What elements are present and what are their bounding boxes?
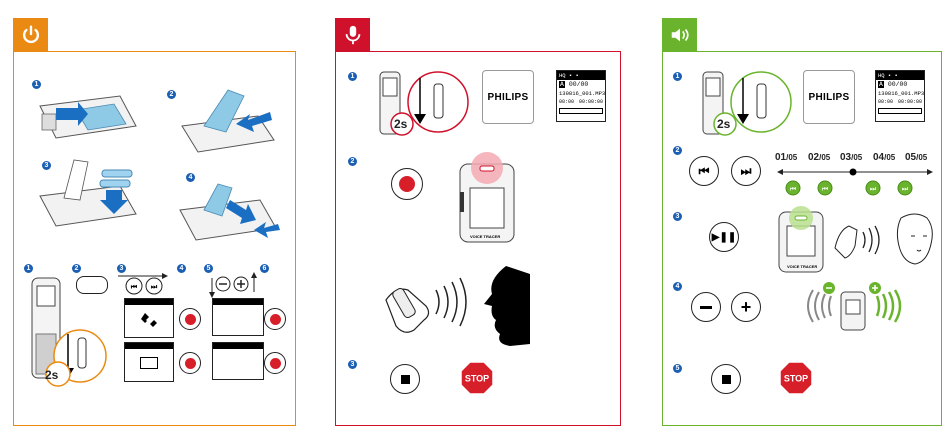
record-header [335,18,370,52]
power-panel: 1 2 3 4 1 2 3 4 5 6 [13,51,296,426]
record-button [264,308,286,330]
volume-up-button: + [731,292,761,322]
power-slide-illustration [376,66,471,136]
display-counter: 00/00 [888,81,908,88]
insert-batteries-illustration [34,156,154,236]
display-status-bar: HQ ▪ ▪ [557,71,605,80]
battery-door-open-illustration [34,86,144,156]
menu-screen-bottom [212,342,264,380]
microphone-icon [342,24,364,46]
screen-display-option [124,342,174,382]
next-track-button: ⏭ [731,156,761,186]
wrench-icon [125,305,173,335]
hold-time-label: 2s [394,117,407,131]
svg-text:⏭: ⏭ [151,283,158,291]
record-button [391,168,423,200]
stop-icon [722,375,731,384]
svg-text:⏭: ⏭ [902,185,909,193]
stop-button [390,364,420,394]
speaking-into-recorder-illustration [376,260,556,350]
play-panel: 1 2 3 4 5 2s PHILIPS HQ ▪ ▪ A 00/00 1308… [662,51,942,426]
step-number: 2 [72,264,81,273]
display-counter: 00/00 [569,81,589,88]
stop-sign-icon: STOP [779,361,813,395]
power-slide-illustration [699,66,794,136]
volume-down-button [691,292,721,322]
svg-text:⏮: ⏮ [131,283,138,291]
device-brand-label: VOICE TRACER [787,264,817,269]
step-number: 1 [673,72,682,81]
blank-button [76,276,108,294]
display-filename: 130816_001.MP3 [876,89,924,98]
recorder-display: HQ ▪ ▪ A 00/00 130816_001.MP3 00:00 00:00… [875,70,925,122]
recording-device-top-illustration [452,152,522,244]
step-number: 5 [673,364,682,373]
power-icon [20,24,42,46]
svg-text:⏭: ⏭ [870,185,877,193]
speaker-icon [669,24,691,46]
svg-text:⏮: ⏮ [822,185,828,193]
volume-adjust-icons [208,272,268,298]
display-progress-bar [878,108,922,114]
volume-level-illustration [799,280,909,334]
device-brand-label: VOICE TRACER [470,234,500,239]
step-number: 4 [673,282,682,291]
hold-time-label: 2s [45,368,58,382]
track-label: 01/05 [775,152,797,163]
stop-sign-label: STOP [784,374,808,384]
track-label: 02/05 [808,152,830,163]
record-panel: 1 2 3 2s PHILIPS HQ ▪ ▪ A 00/00 130816_0… [335,51,621,426]
minus-icon [700,306,712,309]
close-battery-door-illustration [174,170,294,250]
power-header [13,18,48,52]
philips-logo-screen: PHILIPS [482,70,534,124]
stop-button [711,364,741,394]
philips-logo-screen: PHILIPS [803,70,855,124]
stop-sign-label: STOP [465,374,489,384]
track-navigation-timeline: ⏮ ⏮ ⏭ ⏭ [773,166,937,196]
step-number: 2 [673,146,682,155]
display-status-bar: HQ ▪ ▪ [876,71,924,80]
display-folder: A [559,81,565,88]
display-time-left: 00:00 [559,98,574,107]
track-label: 05/05 [905,152,927,163]
record-button [179,308,201,330]
display-time-right: 00:00:00 [579,98,603,107]
display-progress-bar [559,108,603,114]
stop-sign-icon: STOP [460,361,494,395]
track-label: 03/05 [840,152,862,163]
display-time-right: 00:00:00 [898,98,922,107]
settings-screen [124,298,174,338]
play-pause-button: ▶❚❚ [709,222,739,252]
step-number: 1 [348,72,357,81]
record-button [179,352,201,374]
step-number: 3 [673,212,682,221]
track-label: 04/05 [873,152,895,163]
step-number: 1 [24,264,33,273]
display-folder: A [878,81,884,88]
skip-back-icon: ⏮ ⏭ [118,272,174,296]
play-header [662,18,697,52]
display-filename: 130816_001.MP3 [557,89,605,98]
listening-illustration [831,208,939,274]
previous-track-button: ⏮ [689,156,719,186]
display-time-left: 00:00 [878,98,893,107]
menu-screen-top [212,298,264,336]
step-number: 2 [348,157,357,166]
battery-door-lift-illustration [174,82,284,160]
svg-text:⏮: ⏮ [790,185,796,193]
hold-time-label: 2s [717,117,730,131]
step-number: 3 [348,360,357,369]
stop-icon [401,375,410,384]
step-number: 4 [177,264,186,273]
monitor-icon [140,357,158,369]
recorder-display: HQ ▪ ▪ A 00/00 130816_001.MP3 00:00 00:00… [556,70,606,122]
record-button [264,352,286,374]
